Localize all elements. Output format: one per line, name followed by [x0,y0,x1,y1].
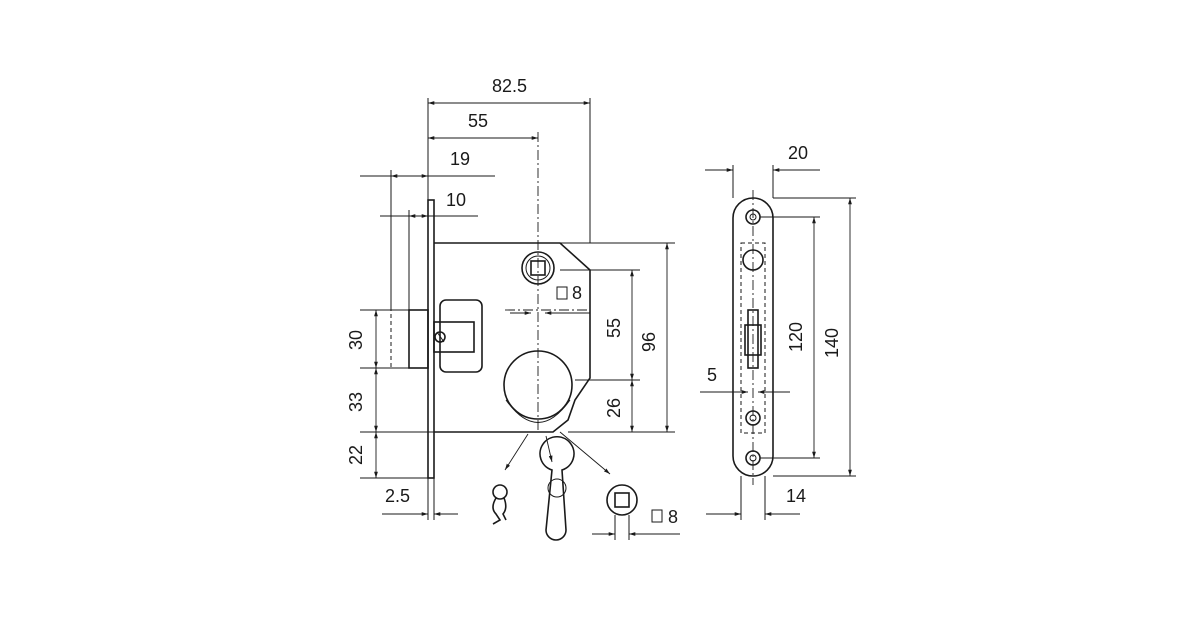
lock-body-view: 82.5 55 19 10 30 33 22 2.5 55 96 26 [346,76,680,541]
dim-140: 140 [822,328,842,358]
dim-33: 33 [346,392,366,412]
dim-26: 26 [604,398,624,418]
latch-window [439,299,483,373]
square-spindle-icon-bottom [651,509,663,523]
euro-cylinder-profile [539,436,575,541]
dim-30: 30 [346,330,366,350]
lock-case [434,242,591,433]
faceplate-view: 20 120 140 5 14 [700,143,856,520]
warded-keyhole [492,484,508,525]
dim-120: 120 [786,322,806,352]
dim-96: 96 [639,332,659,352]
dim-14: 14 [786,486,806,506]
dim-8-top: 8 [572,283,582,303]
dim-22: 22 [346,445,366,465]
dim-82-5: 82.5 [492,76,527,96]
dim-55-top: 55 [468,111,488,131]
dim-8-bottom: 8 [668,507,678,527]
faceplate-edge [427,199,435,479]
dim-20: 20 [788,143,808,163]
dim-55-right: 55 [604,318,624,338]
square-spindle-icon [556,286,568,300]
dim-19: 19 [450,149,470,169]
dim-2-5: 2.5 [385,486,410,506]
dim-10: 10 [446,190,466,210]
square-follower-detail [606,484,638,516]
dim-5: 5 [707,365,717,385]
